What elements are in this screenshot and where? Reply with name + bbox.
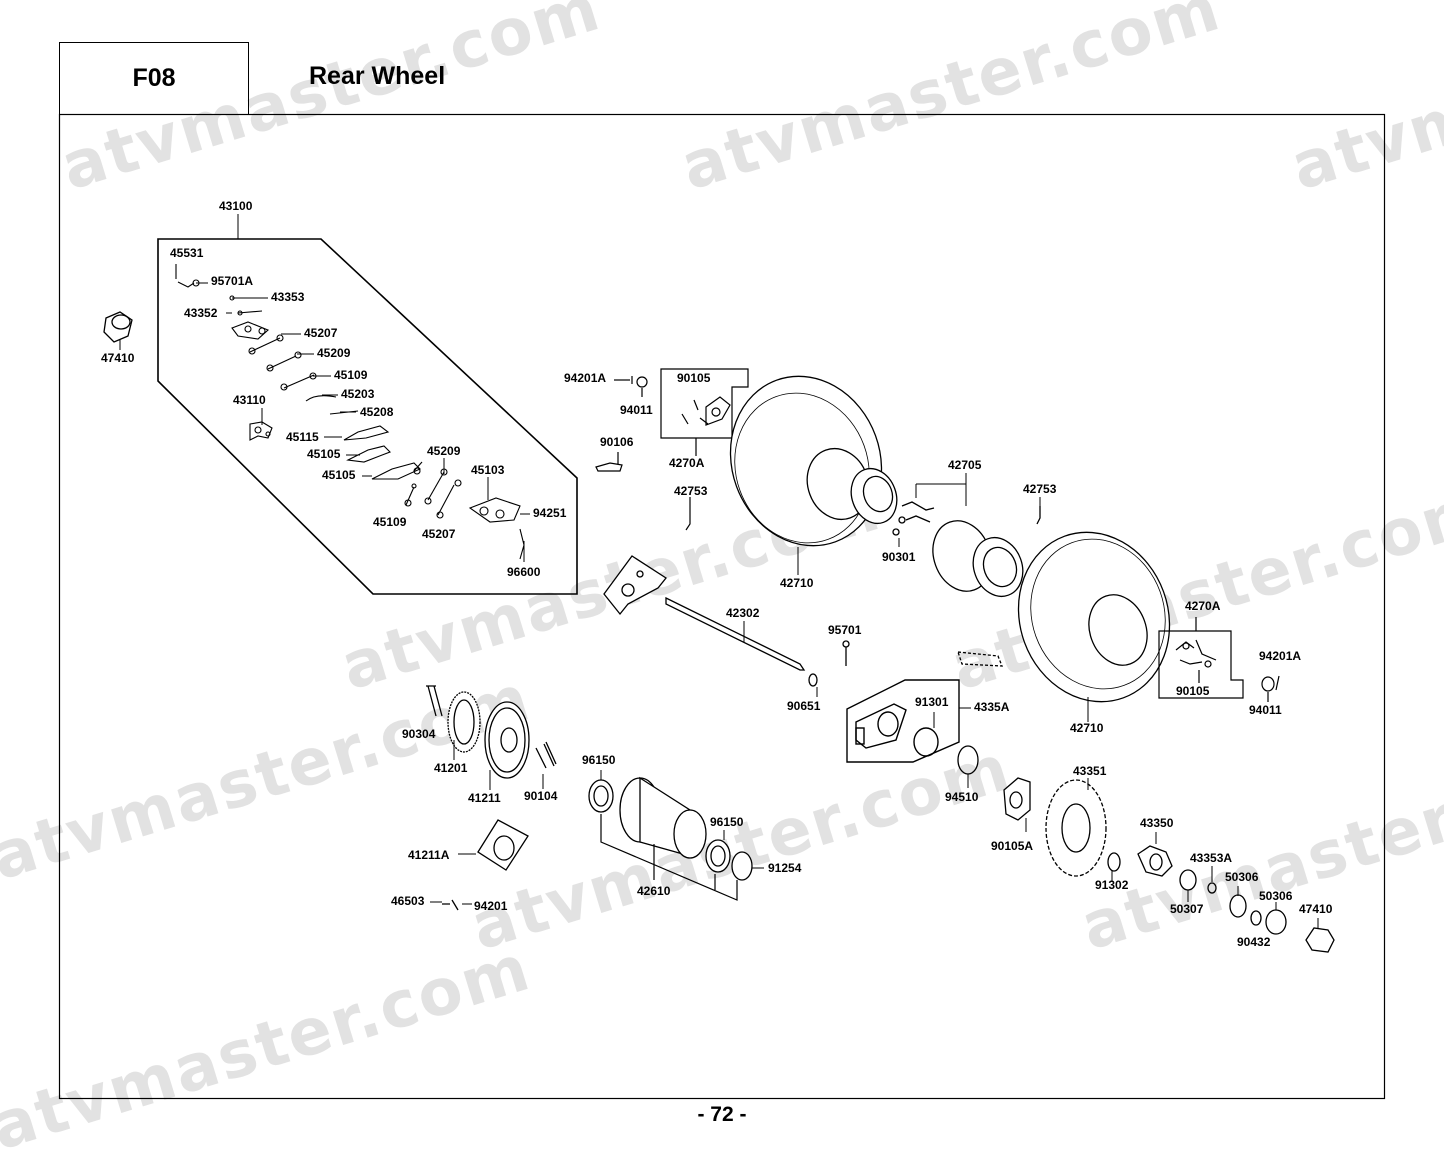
part-label: 41211A	[408, 848, 450, 862]
part-label: 45209	[427, 444, 461, 458]
brake-disc-assembly	[1003, 777, 1335, 953]
caliper-assembly-group	[157, 214, 578, 595]
part-label: 4335A	[974, 700, 1010, 714]
part-label: 45105	[322, 468, 356, 482]
part-label: 91301	[915, 695, 949, 709]
part-label: 90105	[1176, 684, 1210, 698]
part-label: 95701	[828, 623, 862, 637]
part-label: 91302	[1095, 878, 1129, 892]
part-label: 45207	[304, 326, 338, 340]
part-label: 45207	[422, 527, 456, 541]
part-label: 45109	[373, 515, 407, 529]
part-label: 90104	[524, 789, 558, 803]
part-label: 94201A	[564, 371, 606, 385]
part-number-labels: 43100 45531 95701A 43353 43352 45207 452…	[101, 199, 1333, 949]
part-label: 45103	[471, 463, 505, 477]
part-label: 90301	[882, 550, 916, 564]
part-label: 94201	[474, 899, 508, 913]
part-label: 45115	[286, 430, 319, 444]
rear-tire-lower	[957, 531, 1171, 722]
part-label: 43351	[1073, 764, 1107, 778]
part-label: 94201A	[1259, 649, 1301, 663]
part-label: 47410	[101, 351, 135, 365]
part-label: 42710	[780, 576, 814, 590]
part-label: 43353	[271, 290, 305, 304]
part-label: 43353A	[1190, 851, 1232, 865]
part-label: 90304	[402, 727, 436, 741]
hub-cap-47410-left	[103, 311, 133, 350]
caliper-bracket-group-4335A	[846, 679, 979, 788]
part-label: 96150	[710, 815, 744, 829]
part-label: 45105	[307, 447, 341, 461]
watermark: atvmaster.com	[463, 731, 1019, 965]
part-label: 4270A	[669, 456, 705, 470]
axle-housing-42610	[588, 770, 764, 901]
hub-bolt-set-lower	[1158, 617, 1280, 702]
part-label: 41201	[434, 761, 468, 775]
part-label: 50306	[1259, 889, 1293, 903]
part-label: 43100	[219, 199, 253, 213]
watermark: atvmaster.com	[1283, 0, 1444, 205]
rear-tire-upper	[729, 375, 898, 575]
part-label: 45109	[334, 368, 368, 382]
part-label: 50306	[1225, 870, 1259, 884]
part-label: 45209	[317, 346, 351, 360]
axle-and-bracket	[603, 555, 850, 697]
watermark: atvmaster.com	[673, 0, 1229, 205]
part-label: 90105	[677, 371, 711, 385]
part-label: 45531	[170, 246, 204, 260]
page-title: Rear Wheel	[309, 62, 446, 90]
caliper-leaders	[196, 282, 530, 562]
part-label: 43352	[184, 306, 218, 320]
sprocket-assembly	[426, 685, 557, 790]
part-label: 43350	[1140, 816, 1174, 830]
hub-bolt-set-upper	[595, 368, 749, 531]
part-label: 94011	[620, 403, 653, 417]
part-label: 96600	[507, 565, 541, 579]
part-label: 95701A	[211, 274, 253, 288]
part-label: 42710	[1070, 721, 1104, 735]
part-label: 45208	[360, 405, 394, 419]
part-label: 50307	[1170, 902, 1204, 916]
part-label: 43110	[233, 393, 266, 407]
section-code: F08	[59, 42, 249, 114]
page-number: - 72 -	[697, 1103, 747, 1126]
part-label: 90432	[1237, 935, 1271, 949]
rim-42705	[892, 473, 1041, 598]
sprocket-hub-41211A	[430, 819, 529, 911]
part-label: 90105A	[991, 839, 1033, 853]
part-label: 96150	[582, 753, 616, 767]
part-label: 90651	[787, 699, 821, 713]
part-label: 42610	[637, 884, 671, 898]
diagram-frame	[58, 113, 1386, 1100]
part-label: 42302	[726, 606, 760, 620]
part-label: 94011	[1249, 703, 1282, 717]
part-label: 94510	[945, 790, 979, 804]
part-label: 91254	[768, 861, 802, 875]
watermark: atvmaster.com	[1073, 731, 1444, 965]
part-label: 45203	[341, 387, 375, 401]
part-label: 90106	[600, 435, 634, 449]
part-label: 47410	[1299, 902, 1333, 916]
part-label: 94251	[533, 506, 567, 520]
part-label: 42753	[1023, 482, 1057, 496]
part-label: 4270A	[1185, 599, 1221, 613]
part-label: 41211	[468, 791, 501, 805]
caliper-small-parts	[175, 264, 525, 560]
part-label: 42753	[674, 484, 708, 498]
part-label: 46503	[391, 894, 425, 908]
part-label: 42705	[948, 458, 982, 472]
